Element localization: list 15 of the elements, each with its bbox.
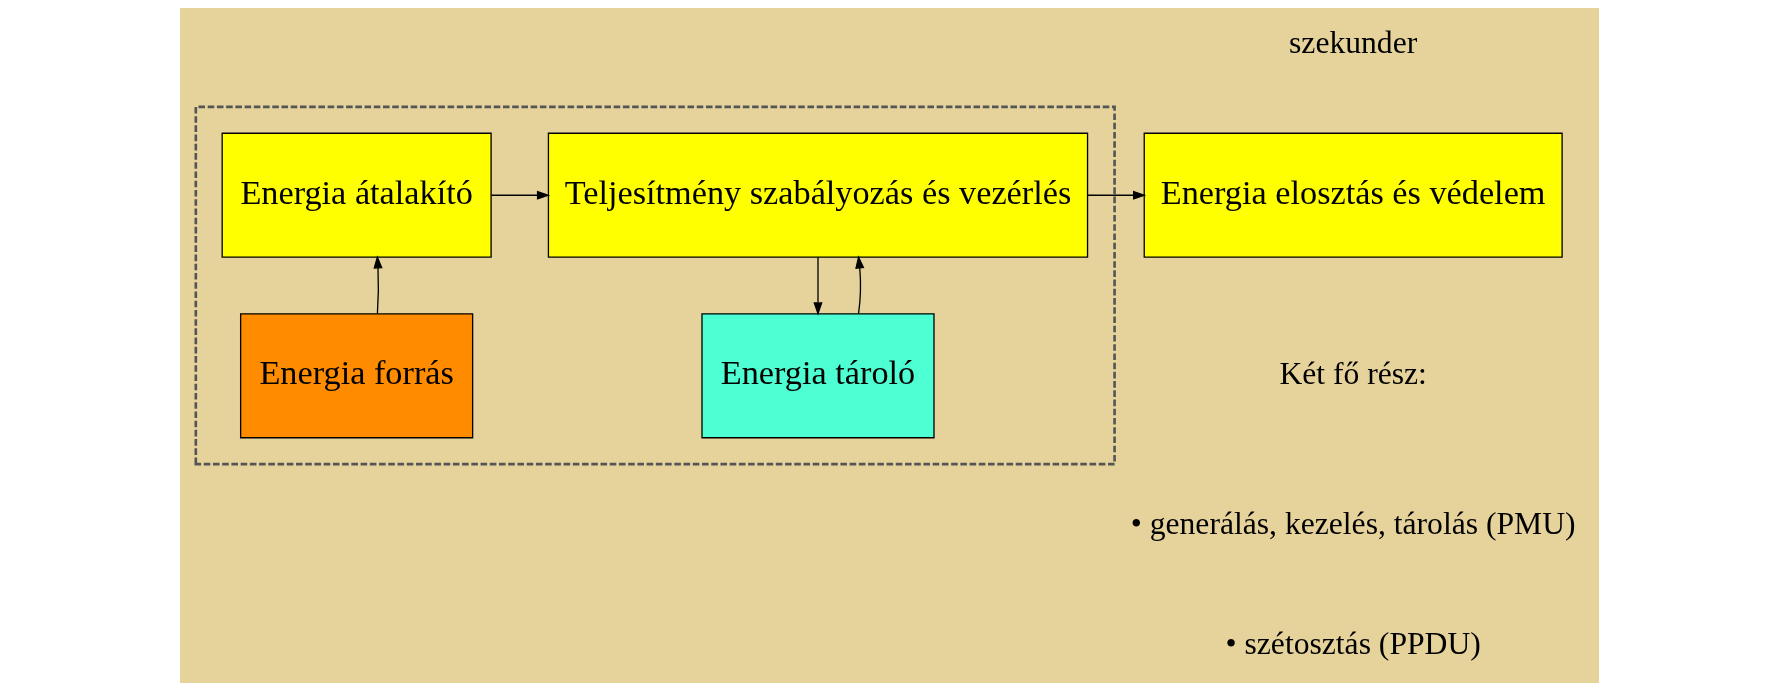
node-box: Teljesítmény szabályozás és vezérlés — [547, 132, 1088, 258]
arrow — [1086, 190, 1146, 200]
node-box: Energia forrás — [239, 313, 473, 439]
node-box: Energia elosztás és védelem — [1143, 132, 1563, 258]
arrow — [854, 255, 864, 315]
arrow — [490, 190, 550, 200]
node-box: Energia tároló — [700, 313, 935, 439]
label: • generálás, kezelés, tárolás (PMU) — [1130, 506, 1576, 542]
label: Két fő rész: — [1278, 355, 1427, 391]
label: • szétosztás (PPDU) — [1225, 626, 1481, 662]
arrow — [812, 256, 823, 316]
label: szekunder — [1288, 25, 1417, 61]
cluster — [194, 105, 1116, 466]
arrow — [372, 255, 383, 315]
node-box: Energia átalakító — [221, 132, 492, 258]
